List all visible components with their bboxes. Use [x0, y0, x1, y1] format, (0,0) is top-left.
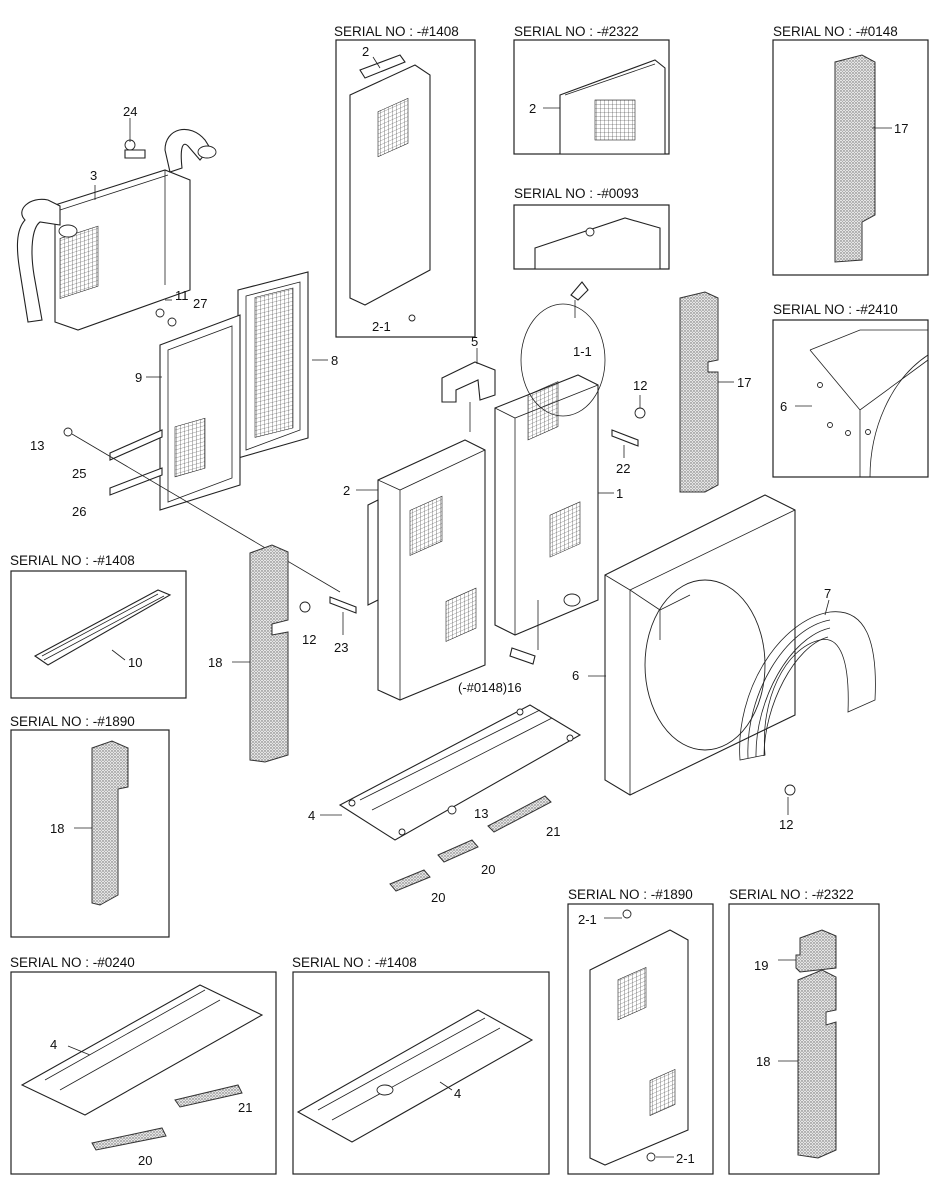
- pad-part-20a: [437, 839, 479, 863]
- foam-part-17-0148: [834, 54, 892, 263]
- callout-7: 7: [824, 586, 831, 601]
- callout-5: 5: [471, 334, 478, 349]
- serial-title: SERIAL NO : -#2410: [773, 302, 898, 317]
- callout-8: 8: [331, 353, 338, 368]
- callout-24: 24: [123, 104, 137, 119]
- callout-9: 9: [135, 370, 142, 385]
- radiator-top-0093: [534, 217, 661, 270]
- serial-title: SERIAL NO : -#0093: [514, 186, 639, 201]
- screen-part-9: [159, 314, 241, 511]
- callout-13: 13: [474, 806, 488, 821]
- bracket-part-5: [441, 348, 496, 432]
- callout-13: 13: [30, 438, 44, 453]
- radiator-variant-1890: [589, 909, 689, 1166]
- callout-4: 4: [50, 1037, 57, 1052]
- callout-20: 20: [431, 890, 445, 905]
- callout-21: 21: [238, 1100, 252, 1115]
- callout-6: 6: [572, 668, 579, 683]
- fan-shroud-part-6: [588, 494, 796, 796]
- serial-box-1890-bottom: SERIAL NO : -#1890: [567, 887, 714, 1175]
- serial-title: SERIAL NO : -#1890: [568, 887, 693, 902]
- callout-12: 12: [633, 378, 647, 393]
- callout-12: 12: [302, 632, 316, 647]
- serial-title: SERIAL NO : -#2322: [729, 887, 854, 902]
- foam-part-17: [679, 291, 734, 493]
- radiator-top-2322: [543, 59, 666, 155]
- callout-25: 25: [72, 466, 86, 481]
- callout-20: 20: [138, 1153, 152, 1168]
- callout-18: 18: [50, 821, 64, 836]
- serial-box-2322-bottom: SERIAL NO : -#2322: [728, 887, 880, 1175]
- detail-ellipse: [520, 303, 606, 417]
- callout-26: 26: [72, 504, 86, 519]
- screen-part-8: [237, 271, 309, 459]
- callout-19: 19: [754, 958, 768, 973]
- callout-22: 22: [616, 461, 630, 476]
- callout-4: 4: [308, 808, 315, 823]
- pad-part-20b: [389, 869, 431, 892]
- serial-title: SERIAL NO : -#1890: [10, 714, 135, 729]
- serial-box-0148: SERIAL NO : -#0148: [772, 24, 929, 276]
- shroud-corner-2410: [795, 329, 929, 478]
- pad-part-20-0240: [91, 1127, 167, 1151]
- callout-2-1: 2-1: [372, 319, 391, 334]
- serial-box-1890-left: SERIAL NO : -#1890: [10, 714, 170, 938]
- callout-1-1: 1-1: [573, 344, 592, 359]
- foam-part-18-2322: [778, 969, 837, 1159]
- serial-box-1408-bottom: SERIAL NO : -#1408: [292, 955, 550, 1175]
- callout-2: 2: [343, 483, 350, 498]
- callout-10: 10: [128, 655, 142, 670]
- drain-valve-part-16: [509, 600, 539, 665]
- base-plate-part-4: [320, 704, 582, 841]
- radiator-variant-1408: [349, 54, 431, 322]
- bolt-13: [447, 805, 457, 815]
- serial-title: SERIAL NO : -#1408: [334, 24, 459, 39]
- bolt-bracket-12-23: [299, 596, 357, 635]
- bolt-bracket-12-22: [611, 395, 646, 458]
- callout-3: 3: [90, 168, 97, 183]
- bolt-12: [784, 784, 796, 796]
- callout-18: 18: [756, 1054, 770, 1069]
- callout-11: 11: [175, 288, 189, 303]
- foam-part-19: [778, 929, 837, 973]
- gasket-part-10: [33, 589, 172, 666]
- callout-2: 2: [529, 101, 536, 116]
- callout-1: 1: [616, 486, 623, 501]
- callout-20: 20: [481, 862, 495, 877]
- callout-2-1: 2-1: [578, 912, 597, 927]
- serial-title: SERIAL NO : -#0240: [10, 955, 135, 970]
- serial-box-2410: SERIAL NO : -#2410: [772, 302, 929, 478]
- radiator-part-1: [494, 374, 614, 636]
- foam-part-18-1890: [74, 740, 129, 906]
- callout-21: 21: [546, 824, 560, 839]
- callout-2-1: 2-1: [676, 1151, 695, 1166]
- callout-17: 17: [737, 375, 751, 390]
- callout-27: 27: [193, 296, 207, 311]
- base-plate-part-4-0240: [20, 984, 264, 1116]
- serial-box-1408-top: SERIAL NO : -#1408: [334, 24, 476, 338]
- fan-guard-part-7: [739, 599, 876, 761]
- intercooler-part-3: [16, 118, 217, 331]
- callout-12: 12: [779, 817, 793, 832]
- radiator-part-2: [367, 439, 486, 701]
- callout-16: (-#0148)16: [458, 680, 522, 695]
- pad-part-21: [487, 795, 552, 833]
- serial-title: SERIAL NO : -#1408: [292, 955, 417, 970]
- pad-part-21-0240: [174, 1084, 243, 1108]
- callout-4: 4: [454, 1086, 461, 1101]
- base-plate-part-4-1408: [296, 1009, 534, 1143]
- foam-part-18: [232, 544, 289, 763]
- callout-23: 23: [334, 640, 348, 655]
- serial-title: SERIAL NO : -#2322: [514, 24, 639, 39]
- callout-17: 17: [894, 121, 908, 136]
- callout-6: 6: [780, 399, 787, 414]
- serial-title: SERIAL NO : -#1408: [10, 553, 135, 568]
- serial-title: SERIAL NO : -#0148: [773, 24, 898, 39]
- callout-2: 2: [362, 44, 369, 59]
- serial-box-0240: SERIAL NO : -#0240: [10, 955, 277, 1175]
- bracket-part-25-26: [63, 427, 341, 593]
- callout-18: 18: [208, 655, 222, 670]
- serial-box-1408-left: SERIAL NO : -#1408: [10, 553, 187, 699]
